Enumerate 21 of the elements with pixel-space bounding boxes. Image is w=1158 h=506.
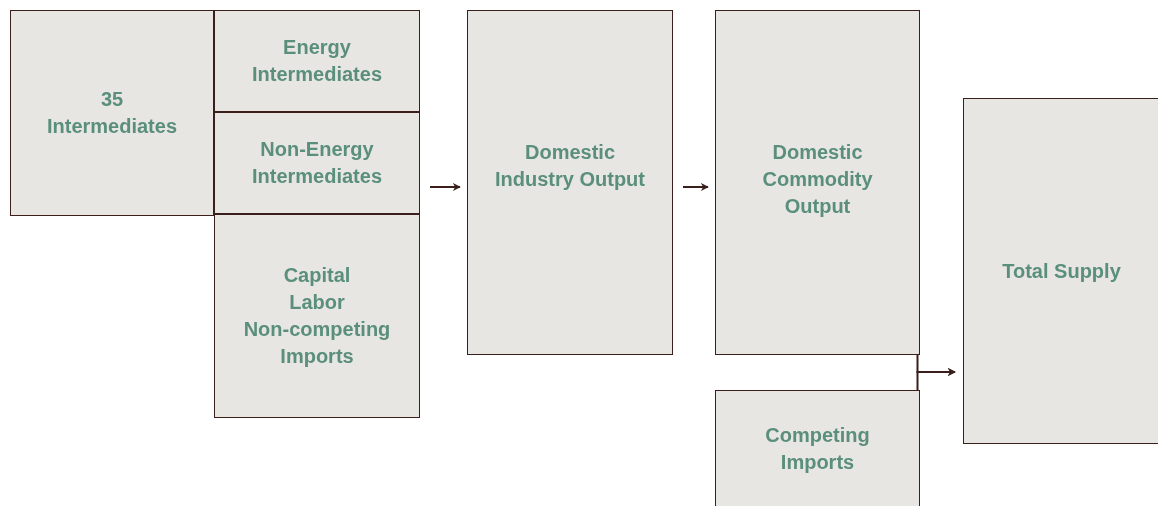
process-box [214, 112, 420, 214]
box-label: Capital [282, 263, 352, 288]
process-box [715, 10, 920, 355]
arrow [429, 183, 461, 191]
box-label: Competing Imports [764, 423, 871, 475]
arrow [916, 368, 956, 391]
process-box [214, 214, 420, 418]
process-box [214, 10, 420, 112]
box-label: Total Supply [1001, 258, 1122, 284]
box-label: Labor [288, 290, 346, 315]
box-label: Non-Energy Intermediates [250, 137, 384, 189]
box-label: Domestic Industry Output [495, 140, 645, 192]
box-label: 35 Intermediates [45, 87, 179, 139]
process-box [10, 10, 214, 216]
process-box [467, 10, 673, 355]
box-label: Energy Intermediates [250, 35, 384, 87]
arrow [682, 183, 709, 191]
box-label: Domestic Commodity Output [761, 140, 874, 219]
process-box [963, 98, 1158, 444]
process-box [715, 390, 920, 506]
box-label: Non-competing Imports [242, 317, 392, 369]
